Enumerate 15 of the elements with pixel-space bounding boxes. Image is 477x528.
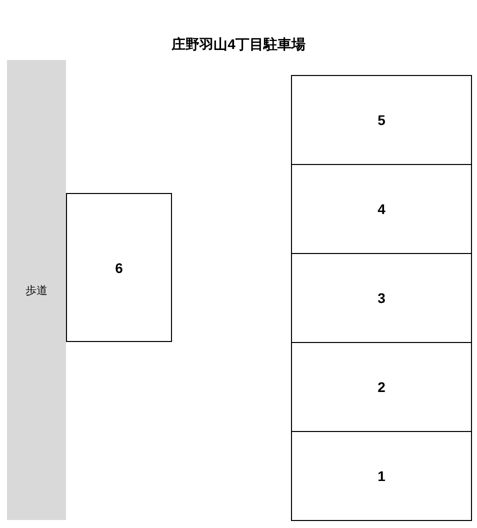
parking-space [291, 431, 472, 521]
parking-space [291, 75, 472, 165]
space-number: 6 [115, 260, 123, 276]
plan-title: 庄野羽山4丁目駐車場 [170, 36, 306, 54]
parking-space [291, 342, 472, 432]
sidewalk-band [7, 60, 66, 520]
space-number: 4 [378, 201, 386, 217]
parking-space [291, 253, 472, 343]
parking-space [66, 193, 172, 342]
parking-space [291, 164, 472, 254]
space-number: 1 [378, 468, 386, 484]
space-number: 2 [378, 379, 386, 395]
sidewalk-label: 歩道 [26, 284, 48, 298]
space-number: 3 [378, 290, 386, 306]
space-number: 5 [378, 112, 386, 128]
